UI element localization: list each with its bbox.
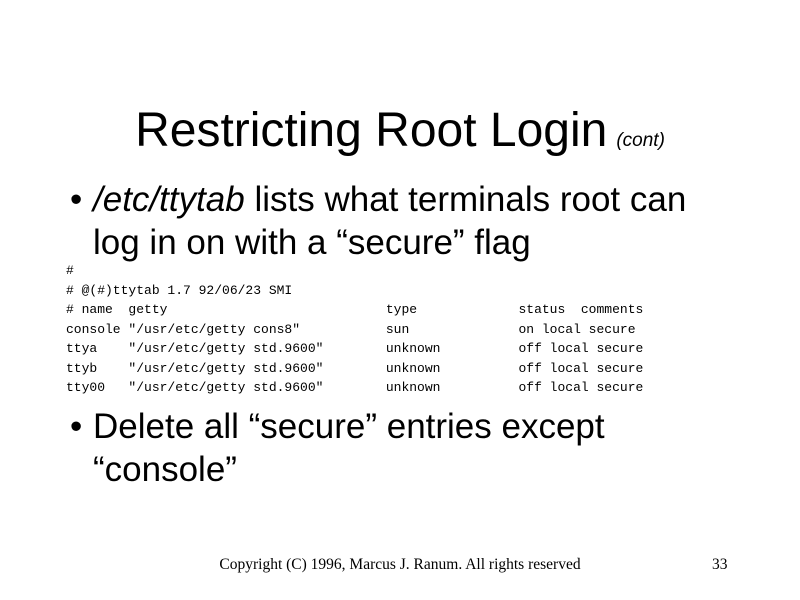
- page-number: 33: [712, 556, 728, 573]
- ttytab-file-path: /etc/ttytab: [93, 180, 245, 219]
- bullet-line2: “console”: [93, 450, 237, 489]
- bullet-item-delete-secure: • Delete all “secure” entries except “con…: [70, 405, 605, 491]
- bullet-line1: Delete all “secure” entries except: [93, 407, 605, 446]
- ttytab-code-listing: # # @(#)ttytab 1.7 92/06/23 SMI # name g…: [66, 263, 644, 395]
- bullet-marker: •: [70, 407, 83, 446]
- bullet-item-ttytab: • /etc/ttytab lists what terminals root …: [70, 178, 686, 264]
- bullet-line2: log in on with a “secure” flag: [93, 223, 531, 262]
- bullet-line1-rest: lists what terminals root can: [244, 180, 687, 219]
- slide-title-cont-suffix: (cont): [616, 130, 665, 152]
- bullet-text: /etc/ttytab lists what terminals root ca…: [93, 178, 686, 264]
- bullet-text: Delete all “secure” entries except “conso…: [93, 405, 605, 491]
- copyright-notice: Copyright (C) 1996, Marcus J. Ranum. All…: [219, 556, 581, 573]
- slide-title: Restricting Root Login (cont): [0, 102, 800, 160]
- bullet-marker: •: [70, 180, 83, 219]
- slide-title-text: Restricting Root Login: [135, 104, 608, 158]
